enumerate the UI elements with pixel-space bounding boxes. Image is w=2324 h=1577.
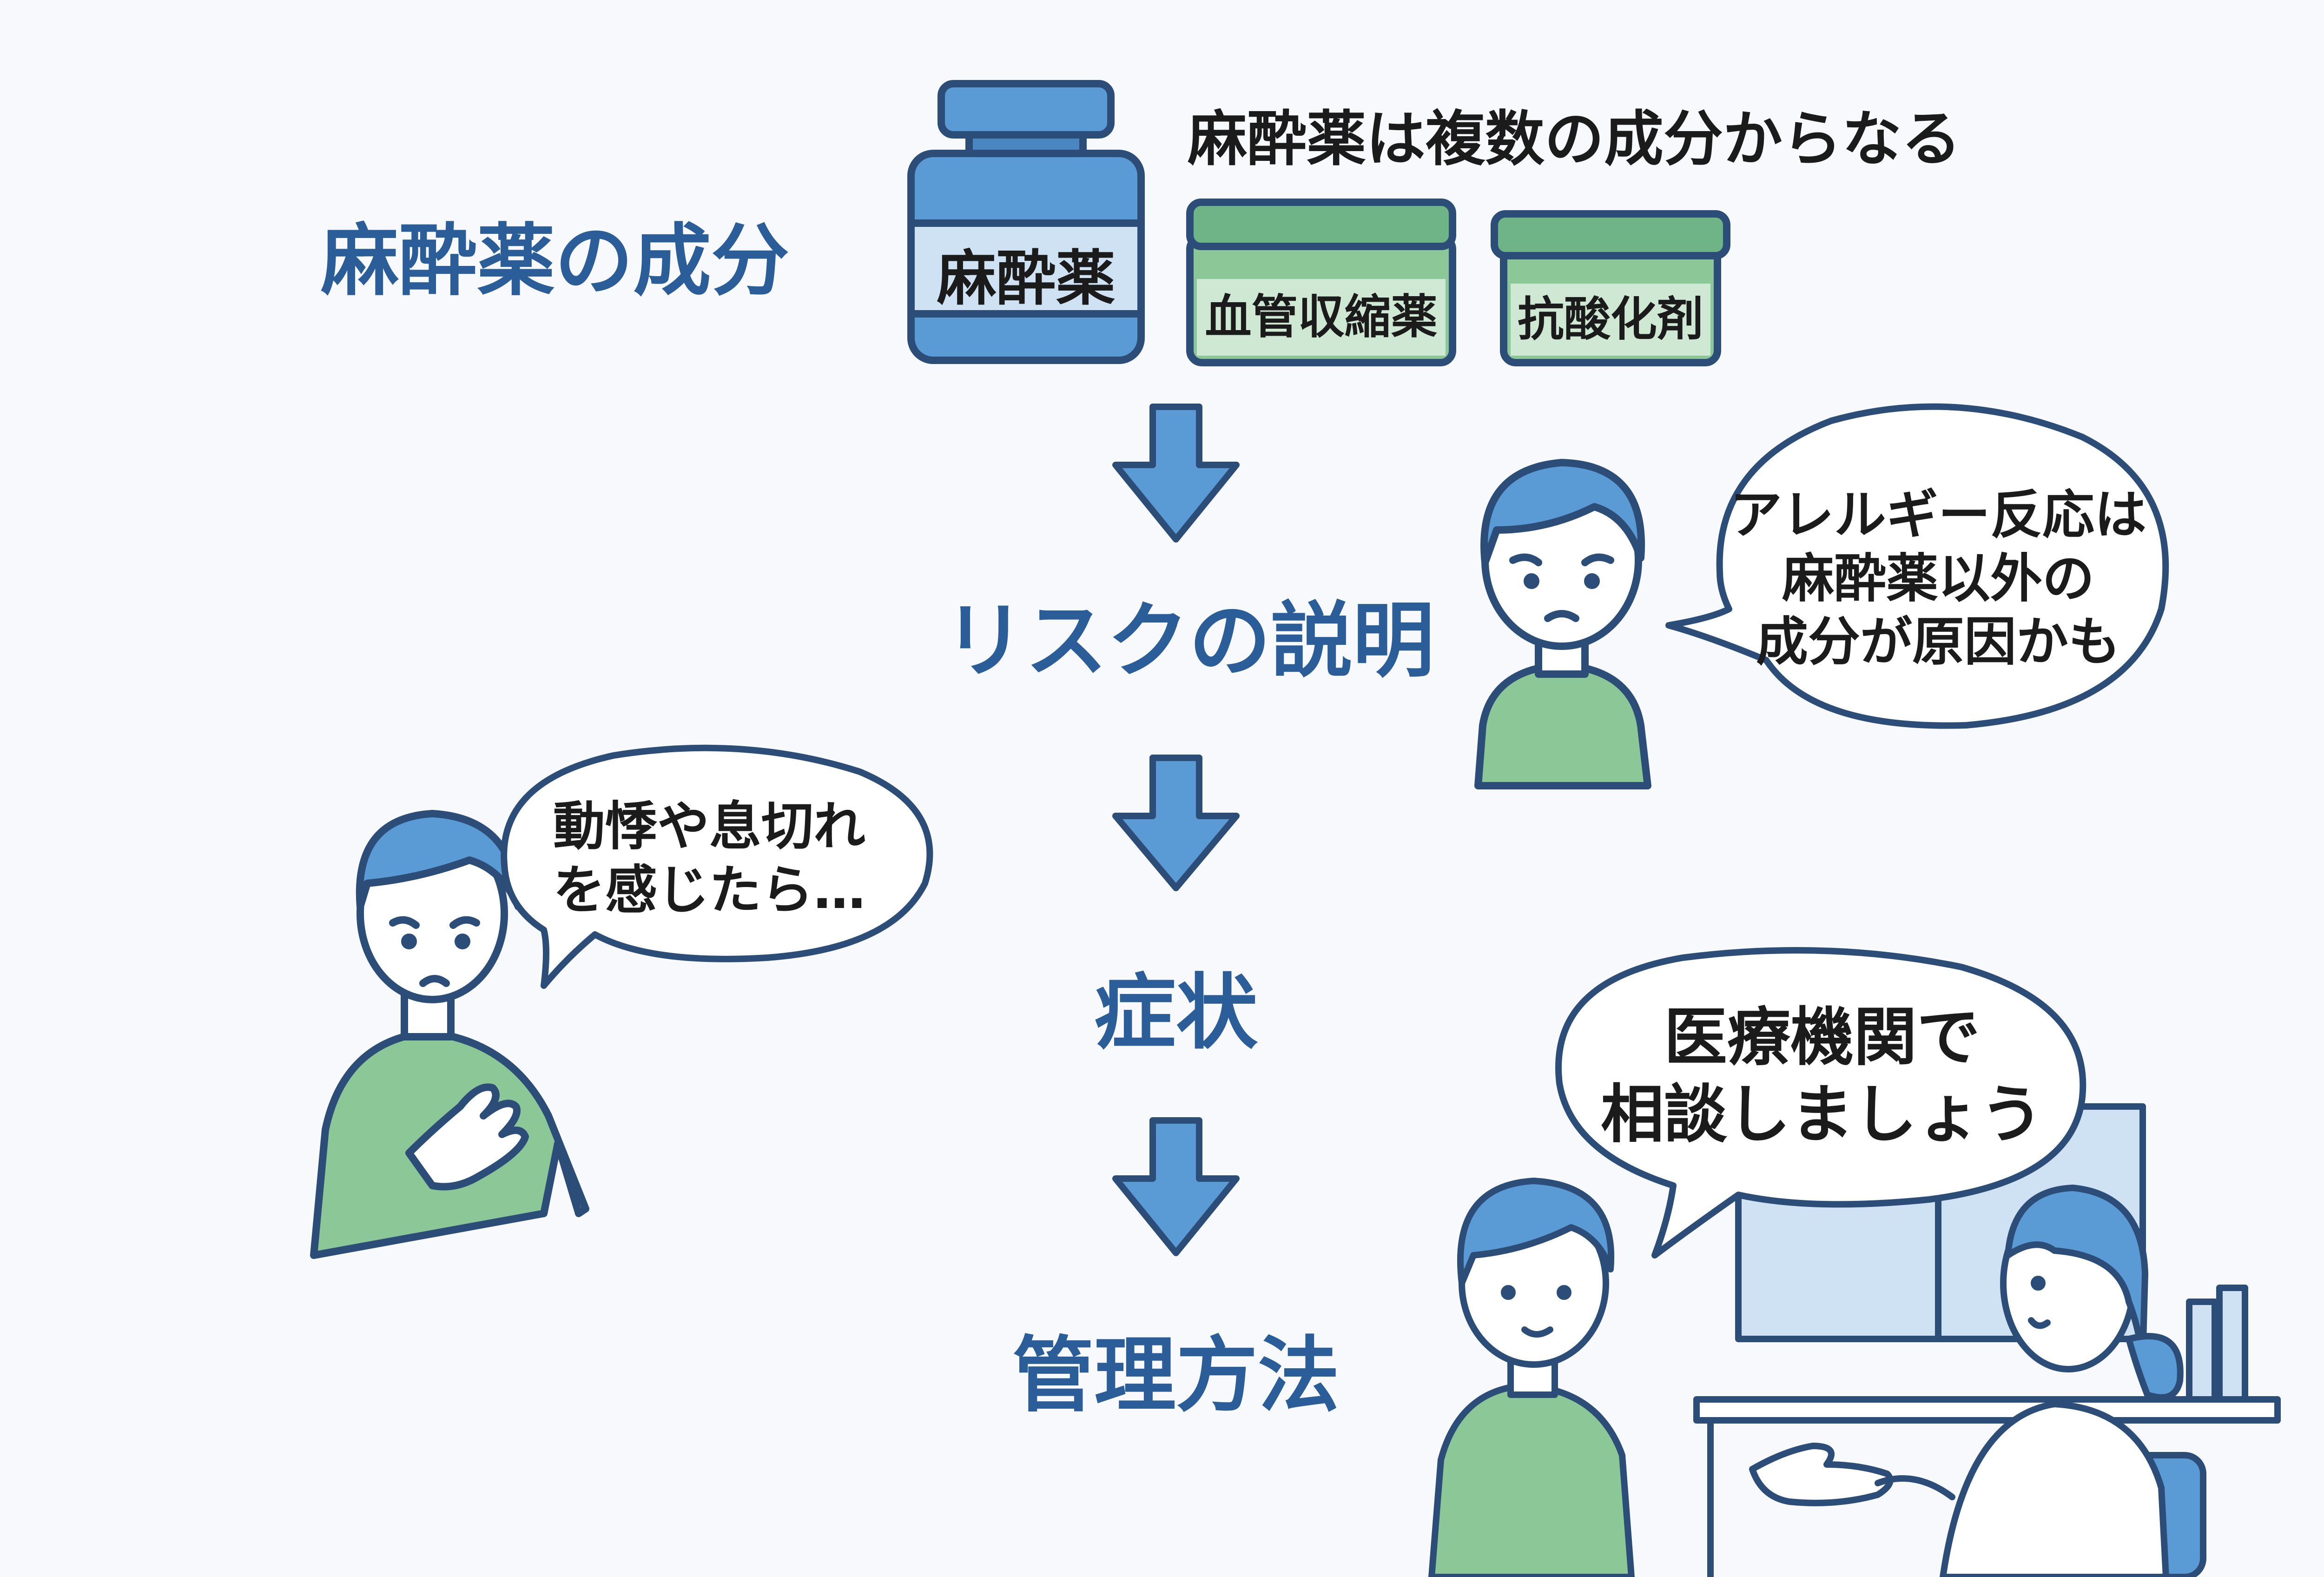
components-caption: 麻酔薬は複数の成分からなる: [1188, 105, 1961, 174]
speech-bubble-consult: [1555, 947, 2086, 1259]
bubble-allergy-text: アレルギー反応は 麻酔薬以外の 成分が原因かも: [1729, 484, 2147, 674]
arrow-down-icon: [1112, 1117, 1240, 1256]
container-label-vasoconstrictor: 血管収縮薬: [1205, 290, 1438, 344]
bubble-allergy-line: アレルギー反応は: [1730, 485, 2146, 545]
doctor-illustration: [1749, 1185, 2184, 1577]
flow-step-management: 管理方法: [1012, 1328, 1340, 1423]
palpitations-person-illustration: [310, 810, 589, 1259]
components-heading: 麻酔薬の成分: [321, 215, 789, 306]
patient-illustration: [1428, 1178, 1635, 1577]
bubble-symptom-line: を感じたら…: [553, 860, 865, 921]
bubble-consult-text: 医療機関で 相談しましょう: [1566, 1000, 2078, 1154]
container-label-antioxidant: 抗酸化剤: [1518, 292, 1703, 346]
vasoconstrictor-container: [1186, 199, 1456, 366]
flow-step-symptoms: 症状: [1094, 965, 1258, 1060]
bubble-consult-line: 相談しましょう: [1601, 1078, 2043, 1152]
flow-step-risk: リスクの説明: [944, 593, 1435, 689]
bubble-symptom-line: 動悸や息切れ: [553, 796, 865, 857]
bubble-symptom-text: 動悸や息切れ を感じたら…: [511, 795, 920, 922]
bubble-allergy-line: 成分が原因かも: [1756, 612, 2120, 673]
anesthetic-bottle: [907, 80, 1145, 364]
bubble-consult-line: 医療機関で: [1664, 1001, 1980, 1074]
speech-bubble-symptom: [501, 744, 933, 989]
bubble-allergy-line: 麻酔薬以外の: [1782, 548, 2094, 609]
arrow-down-icon: [1112, 404, 1240, 543]
speech-bubble-allergy: [1665, 403, 2169, 729]
antioxidant-container: [1491, 210, 1730, 366]
books-icon: [2186, 1299, 2218, 1407]
arrow-down-icon: [1112, 755, 1240, 891]
desk: [1693, 1396, 2281, 1424]
worried-person-illustration: [1474, 459, 1651, 789]
bottle-label-anesthetic: 麻酔薬: [937, 244, 1116, 313]
